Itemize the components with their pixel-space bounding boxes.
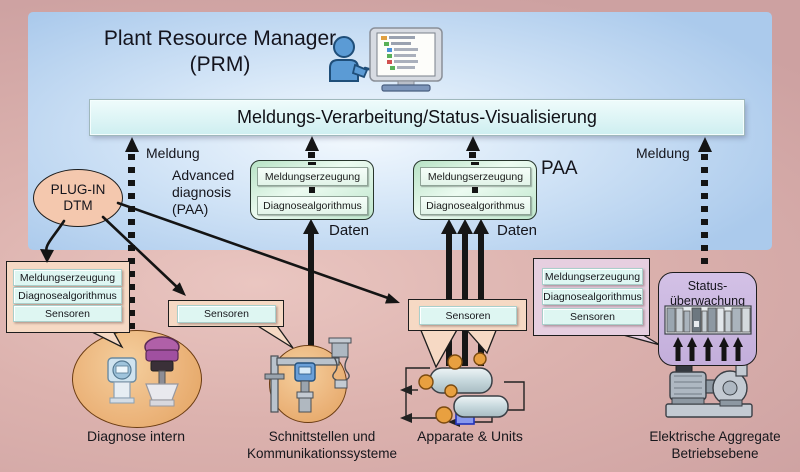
daten-arrowhead-apparate-3 <box>473 219 489 234</box>
paa-box-1: Meldungserzeugung Diagnosealgorithmus <box>250 160 374 220</box>
paa-label: PAA <box>541 158 578 179</box>
paa-box-2: Meldungserzeugung Diagnosealgorithmus <box>413 160 537 220</box>
meldung-label-left: Meldung <box>146 145 200 161</box>
sensoren-callout-apparate: Sensoren <box>408 299 527 331</box>
daten-arrowhead-schnittstellen <box>303 219 319 234</box>
sensoren-label: Sensoren <box>419 306 517 325</box>
advanced-diagnosis-label: Advanced diagnosis (PAA) <box>172 167 235 217</box>
sensoren-label: Sensoren <box>177 305 276 323</box>
meldung-dashline-paa1 <box>308 152 315 160</box>
caption-schnittstellen: Schnittstellen und Kommunikationssysteme <box>246 429 398 461</box>
caption-diagnose-intern: Diagnose intern <box>86 428 186 444</box>
status-label-line1: Status- <box>687 279 728 293</box>
callout-item-sensoren: Sensoren <box>542 308 643 325</box>
plugin-dtm-node: PLUG-IN DTM <box>33 169 123 227</box>
daten-label-left: Daten <box>329 222 370 239</box>
callout-item-meldungserzeugung: Meldungserzeugung <box>13 269 122 286</box>
paa1-meldungserzeugung: Meldungserzeugung <box>257 167 368 186</box>
caption-elektrische-aggregate: Elektrische Aggregate Betriebsebene <box>649 429 781 461</box>
paa2-meldungserzeugung: Meldungserzeugung <box>420 167 531 186</box>
caption-apparate-units: Apparate & Units <box>417 428 523 444</box>
paa2-diagnosealgorithmus: Diagnosealgorithmus <box>420 196 531 215</box>
daten-arrowhead-apparate-1 <box>441 219 457 234</box>
prm-title: Plant Resource Manager (PRM) <box>60 26 380 78</box>
meldung-arrowhead-paa1 <box>305 136 319 151</box>
banner-label: Meldungs-Verarbeitung/Status-Visualisier… <box>237 107 597 127</box>
meldung-arrowhead-right <box>698 137 712 152</box>
paa1-diagnosealgorithmus: Diagnosealgorithmus <box>257 196 368 215</box>
status-monitoring-box: Status- überwachung <box>658 272 757 366</box>
callout-item-meldungserzeugung: Meldungserzeugung <box>542 268 643 285</box>
meldung-dashline-right <box>701 154 708 270</box>
diagnose-intern-ellipse <box>72 330 202 428</box>
daten-arrowhead-apparate-2 <box>457 219 473 234</box>
daten-label-right: Daten <box>497 222 538 239</box>
status-banner: Meldungs-Verarbeitung/Status-Visualisier… <box>89 99 745 136</box>
schnittstellen-circle <box>269 345 347 423</box>
meldung-arrowhead-paa2 <box>466 136 480 151</box>
meldung-dashline-paa2 <box>469 152 476 160</box>
dash <box>308 162 316 165</box>
status-label-line2: überwachung <box>669 294 746 308</box>
meldung-label-right: Meldung <box>636 145 690 161</box>
meldung-arrowhead-left <box>125 137 139 152</box>
sensoren-callout-schnittstellen: Sensoren <box>168 300 284 327</box>
dash <box>472 187 478 193</box>
diagnose-callout: Meldungserzeugung Diagnosealgorithmus Se… <box>6 261 130 333</box>
prm-title-line1: Plant Resource Manager <box>103 27 337 50</box>
aggregate-callout: Meldungserzeugung Diagnosealgorithmus Se… <box>533 258 650 336</box>
dash <box>309 187 315 193</box>
callout-item-sensoren: Sensoren <box>13 305 122 322</box>
callout-item-diagnosealgorithmus: Diagnosealgorithmus <box>13 287 122 304</box>
prm-title-line2: (PRM) <box>189 53 251 76</box>
callout-item-diagnosealgorithmus: Diagnosealgorithmus <box>542 288 643 305</box>
daten-line-schnittstellen <box>308 233 314 356</box>
dash <box>471 162 479 165</box>
